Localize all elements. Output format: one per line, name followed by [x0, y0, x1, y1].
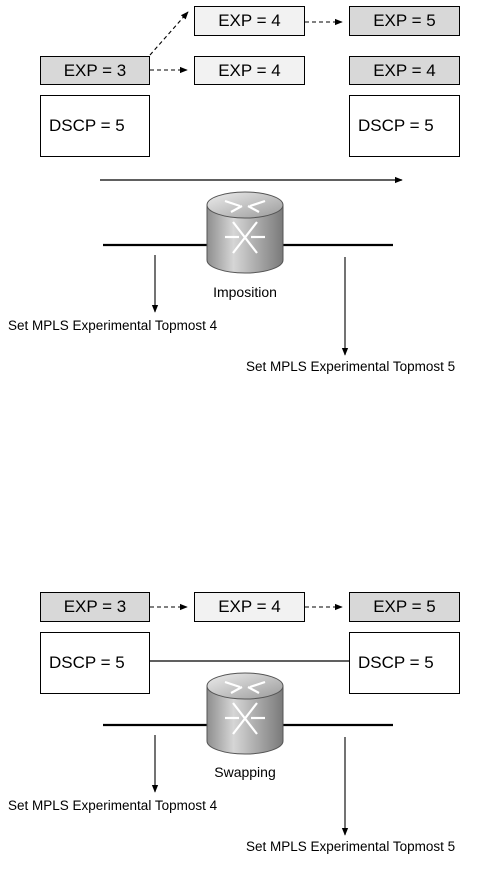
swapping-action-2: Set MPLS Experimental Topmost 5 [246, 839, 456, 854]
imposition-out-exp-top: EXP = 5 [349, 6, 460, 36]
swapping-in-exp: EXP = 3 [40, 592, 150, 622]
imposition-router-label: Imposition [213, 284, 277, 300]
router-icon [206, 191, 284, 274]
imposition-in-dscp: DSCP = 5 [40, 95, 150, 157]
dashed-arrow-up [149, 11, 189, 56]
swapping-out-exp: EXP = 5 [349, 592, 460, 622]
imposition-action-1: Set MPLS Experimental Topmost 4 [8, 318, 218, 333]
imposition-out-dscp: DSCP = 5 [349, 95, 460, 157]
imposition-mid-exp-bottom: EXP = 4 [194, 56, 305, 85]
imposition-in-exp: EXP = 3 [40, 56, 150, 85]
swapping-router-label: Swapping [214, 764, 276, 780]
imposition-out-exp-bottom: EXP = 4 [349, 56, 460, 85]
router-icon [206, 672, 284, 755]
swapping-mid-exp: EXP = 4 [194, 592, 305, 622]
swapping-in-dscp: DSCP = 5 [40, 632, 150, 694]
imposition-action-2: Set MPLS Experimental Topmost 5 [246, 359, 456, 374]
swapping-out-dscp: DSCP = 5 [349, 632, 460, 694]
swapping-action-1: Set MPLS Experimental Topmost 4 [8, 798, 218, 813]
imposition-mid-exp-top: EXP = 4 [194, 6, 305, 36]
